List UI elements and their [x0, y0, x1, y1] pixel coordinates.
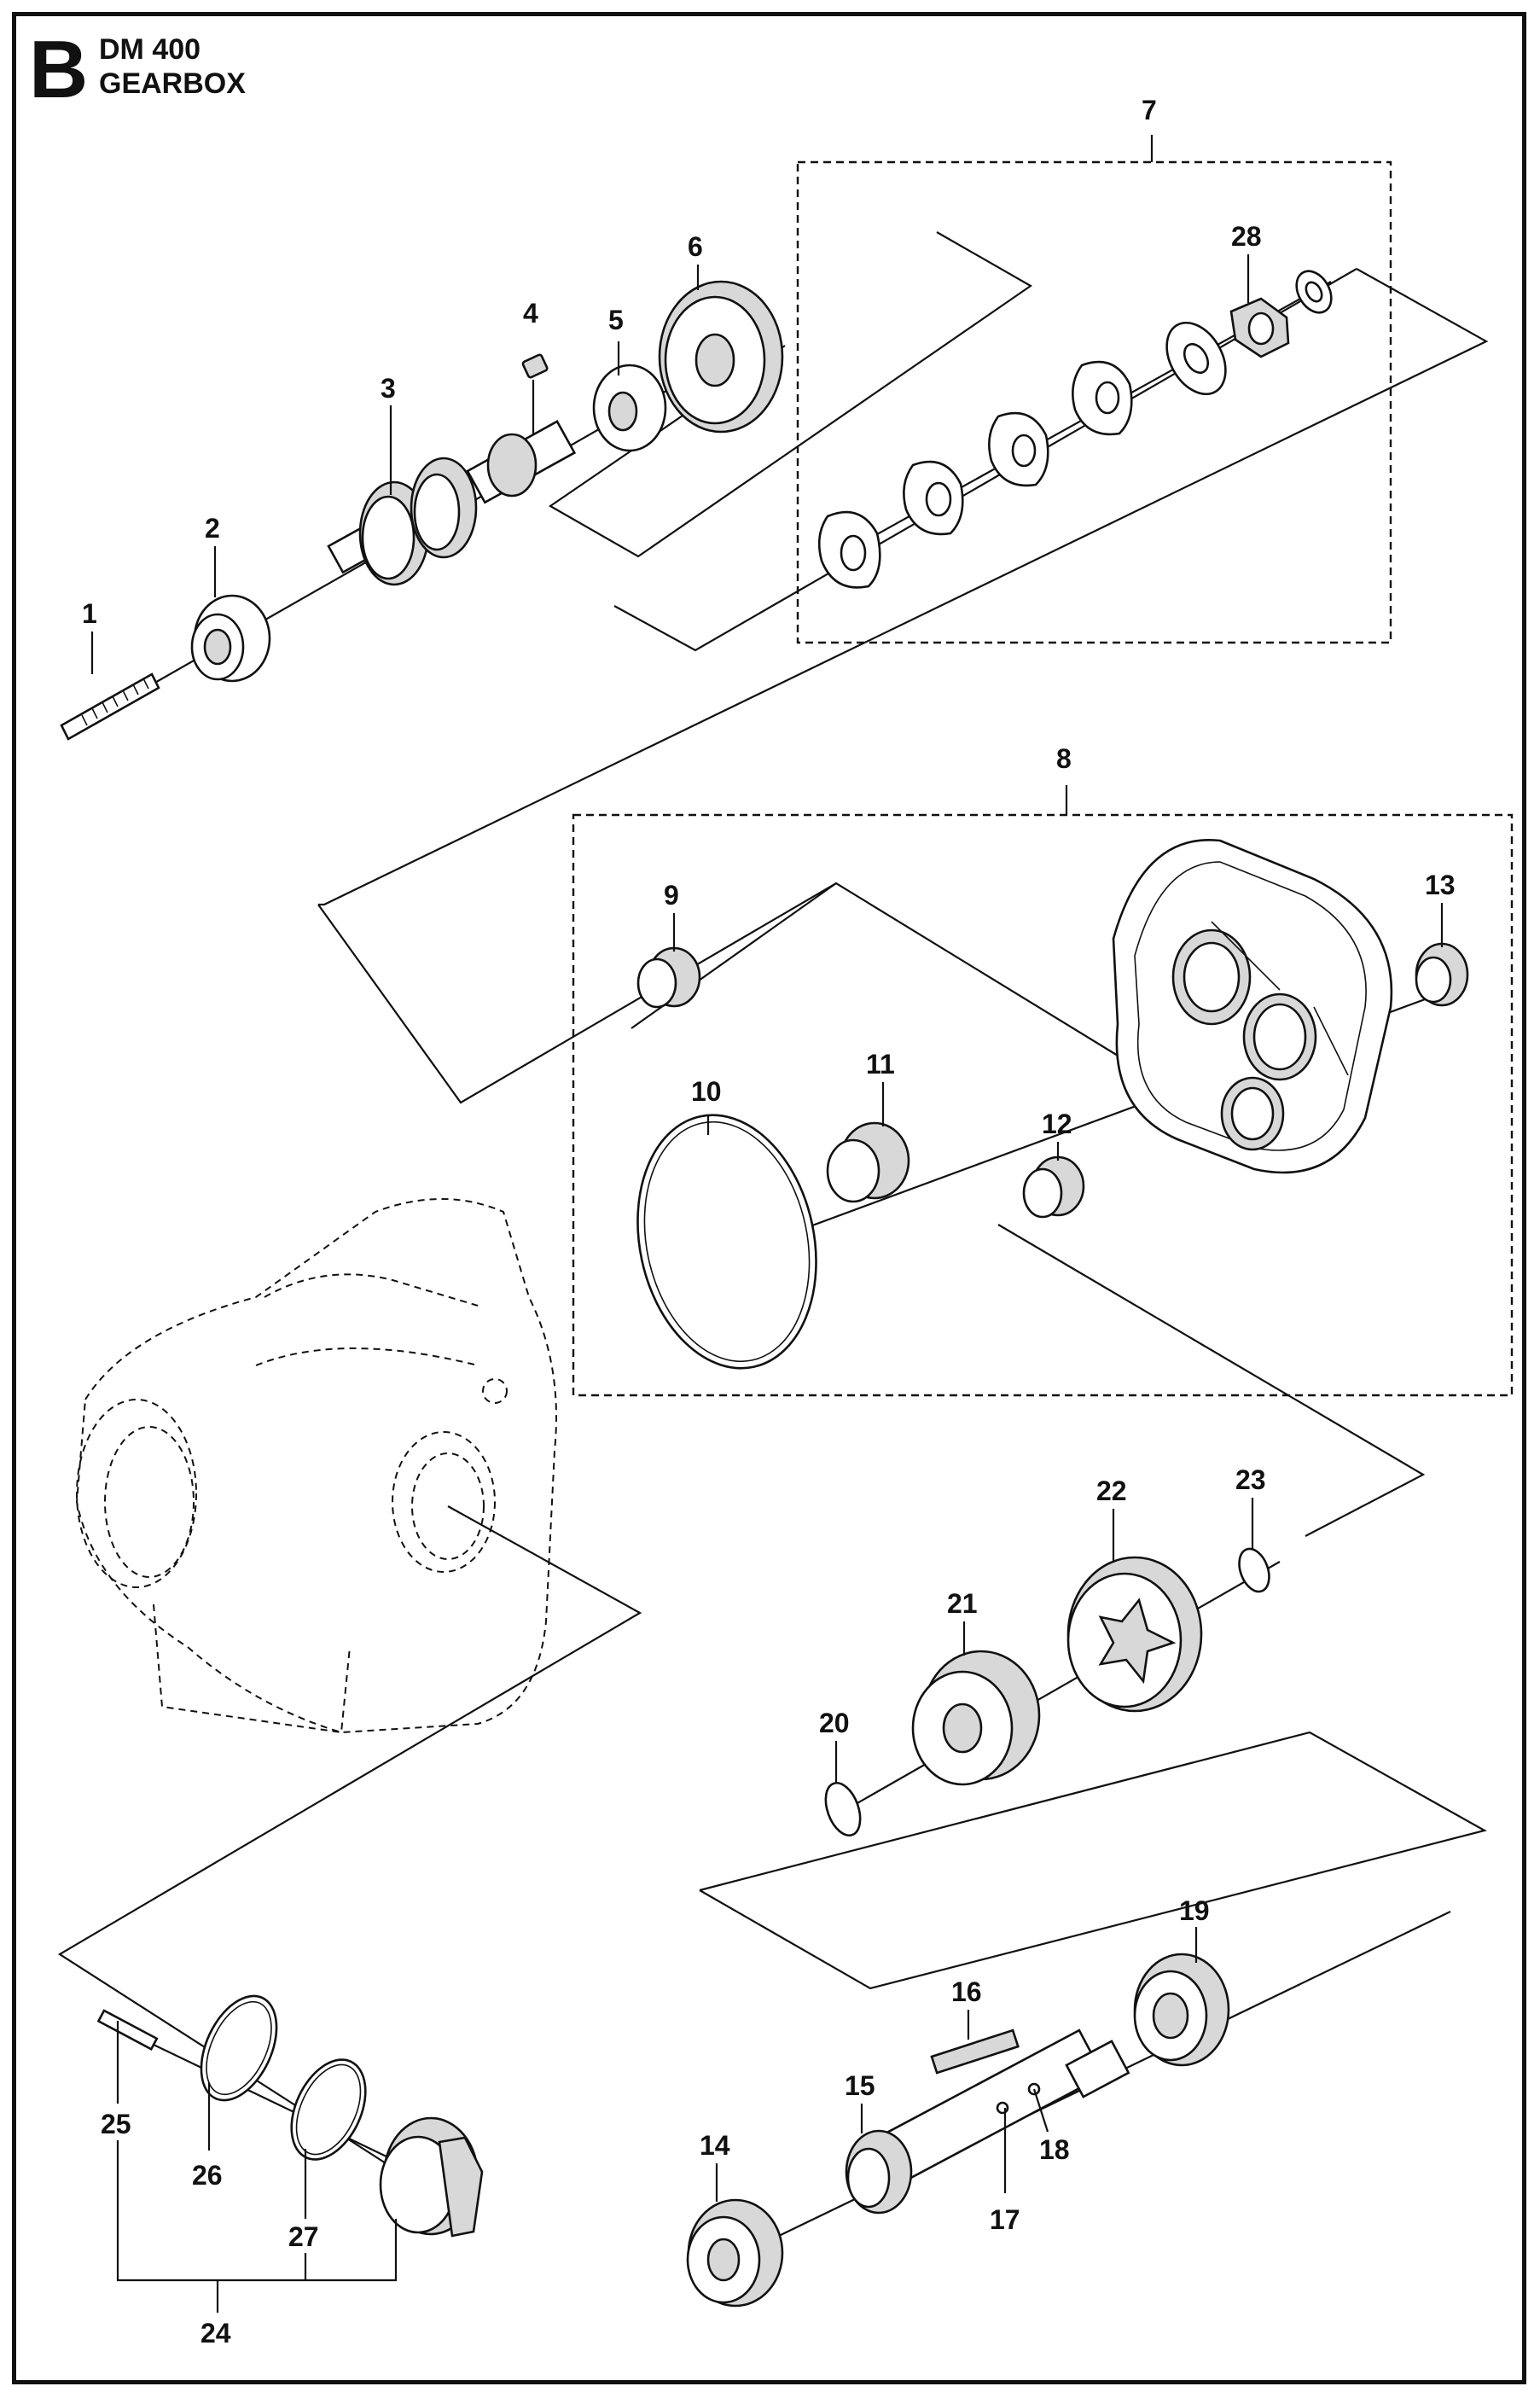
circlip-23	[1238, 1547, 1270, 1593]
gear-6	[658, 280, 784, 434]
retaining-ring-26	[200, 1994, 278, 2102]
spacer-5	[592, 364, 667, 452]
group-8-box	[572, 813, 1514, 1397]
callout-26: 26	[192, 2160, 223, 2191]
callout-24: 24	[200, 2318, 231, 2349]
callout-22: 22	[1096, 1475, 1127, 1506]
diagram-title: GEARBOX	[99, 67, 246, 100]
section-letter: B	[29, 24, 89, 115]
sheet-border	[12, 12, 1526, 2384]
callout-5: 5	[608, 305, 624, 335]
pin-17	[996, 2101, 1009, 2115]
callout-6: 6	[688, 231, 703, 262]
callout-28: 28	[1231, 221, 1262, 252]
callout-16: 16	[951, 1976, 982, 2007]
gearbox-cover	[1112, 838, 1393, 1174]
knob	[379, 2116, 484, 2238]
gear-19	[1133, 1953, 1230, 2067]
callout-8: 8	[1056, 743, 1072, 774]
callout-4: 4	[523, 298, 538, 329]
callout-9: 9	[664, 880, 679, 911]
callout-17: 17	[990, 2204, 1020, 2235]
callout-1: 1	[82, 598, 97, 629]
group-7-box	[796, 160, 1392, 644]
o-ring-10	[636, 1114, 817, 1370]
seal-13	[1415, 942, 1469, 1007]
pin-25	[96, 2009, 159, 2051]
bearing-2	[190, 594, 271, 683]
gear-21	[911, 1650, 1041, 1786]
gear-shaft-3	[327, 420, 577, 586]
callout-14: 14	[700, 2130, 730, 2161]
screw-1	[60, 672, 160, 741]
o-ring-27	[290, 2058, 367, 2161]
needle-bearing-11	[826, 1121, 910, 1203]
callout-15: 15	[845, 2070, 875, 2101]
key-4	[521, 353, 549, 379]
shim-stack	[817, 321, 1227, 589]
model-name: DM 400	[99, 33, 201, 66]
callout-21: 21	[947, 1588, 978, 1619]
callout-18: 18	[1039, 2134, 1070, 2165]
callout-23: 23	[1235, 1464, 1266, 1495]
callout-19: 19	[1179, 1895, 1210, 1926]
housing-ghost-outline	[75, 1198, 557, 1734]
callout-27: 27	[288, 2221, 319, 2252]
pinion-shaft-15	[845, 2028, 1130, 2215]
leader-lines	[90, 254, 1444, 2313]
circlip-20	[824, 1782, 862, 1836]
callout-labels: 1 2 3 4 5 6 7 28 8 9 10 11 12 13 20 21 2…	[82, 95, 1456, 2349]
callout-10: 10	[691, 1076, 722, 1107]
callout-2: 2	[205, 513, 220, 544]
callout-20: 20	[819, 1708, 850, 1738]
key-16	[930, 2028, 1020, 2075]
gear-22	[1066, 1556, 1203, 1713]
callout-11: 11	[866, 1049, 895, 1080]
bearing-14	[686, 2198, 784, 2308]
callout-25: 25	[101, 2109, 131, 2139]
callout-13: 13	[1425, 870, 1456, 900]
nut-28	[1229, 297, 1290, 358]
callout-7: 7	[1142, 95, 1157, 125]
needle-bearing-12	[1022, 1155, 1085, 1219]
callout-3: 3	[381, 373, 396, 404]
callout-12: 12	[1042, 1109, 1072, 1139]
needle-bearing-9	[636, 946, 701, 1009]
